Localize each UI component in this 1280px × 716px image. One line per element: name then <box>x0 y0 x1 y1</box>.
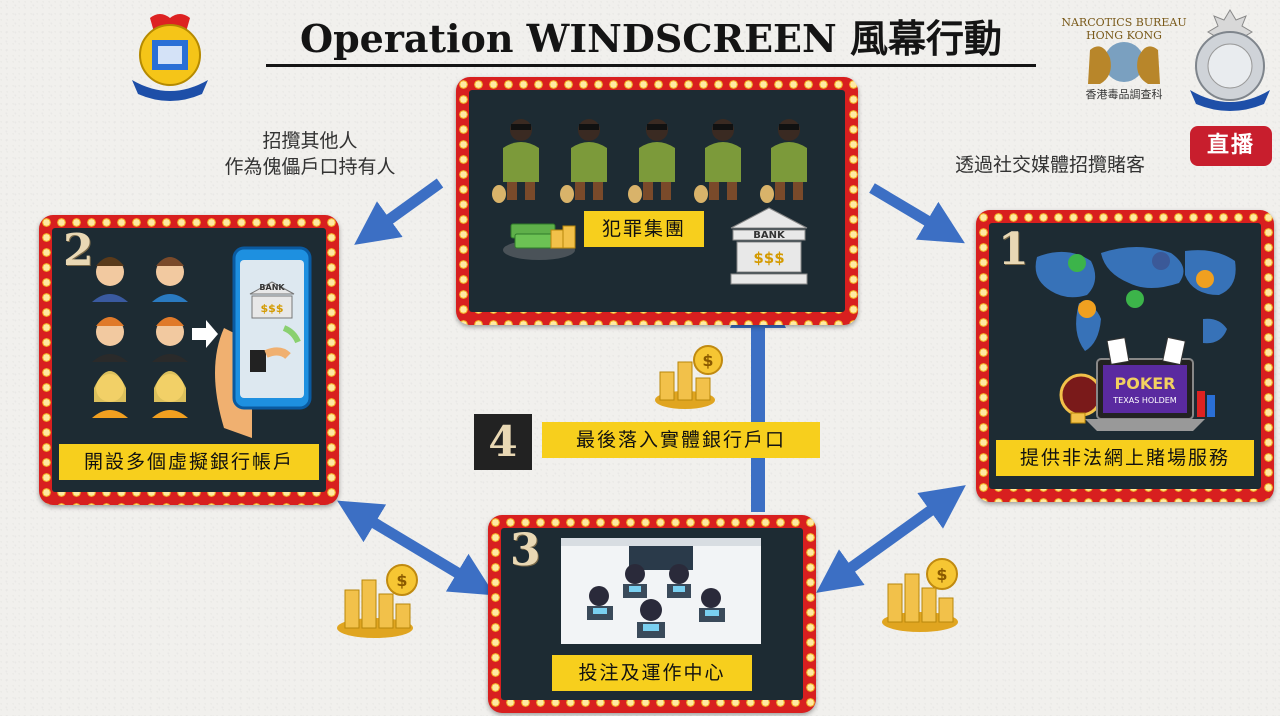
step-number: 1 <box>998 224 1029 275</box>
gold-coins-icon: $ <box>882 558 958 632</box>
note-line: 招攬其他人 <box>262 130 358 152</box>
arrow-center-to-step2 <box>354 178 444 245</box>
step-number: 3 <box>510 525 541 576</box>
hacker-workstation-icon <box>561 538 761 644</box>
user-avatar-icon <box>152 371 188 418</box>
bank-word: BANK <box>259 283 285 292</box>
narcotics-bureau-subtitle: HONG KONG <box>1086 29 1162 42</box>
poker-title: POKER <box>1115 374 1176 393</box>
page-title: Operation WINDSCREEN 風幕行動 <box>266 14 1036 67</box>
node-label: 投注及運作中心 <box>552 655 752 691</box>
user-avatar-icon <box>152 257 188 302</box>
narcotics-bureau-chinese: 香港毒品調查科 <box>1086 87 1163 101</box>
node-crime-syndicate: BANK $$$ 犯罪集團 <box>456 77 858 325</box>
police-badge-icon <box>1190 9 1270 111</box>
node-panel <box>501 528 803 700</box>
thief-icon <box>492 119 539 203</box>
arrow-step2-step3 <box>337 500 495 596</box>
user-avatar-icon <box>92 257 128 302</box>
node-label: 開設多個虛擬銀行帳戶 <box>59 444 319 480</box>
step4-number-box: 4 <box>474 414 532 470</box>
thief-icon <box>628 119 675 203</box>
narcotics-bureau-title: NARCOTICS BUREAU <box>1061 16 1186 29</box>
crime-syndicate-illustration: BANK $$$ <box>492 119 808 285</box>
thief-icon <box>560 119 607 203</box>
online-casino-illustration: POKER TEXAS HOLDEM <box>1035 247 1236 431</box>
poker-laptop-icon: POKER TEXAS HOLDEM <box>1059 336 1215 431</box>
thief-icon <box>694 119 741 203</box>
virtual-bank-illustration: BANK $$$ <box>92 246 312 438</box>
svg-text:$: $ <box>396 571 407 590</box>
bank-word: BANK <box>753 230 786 241</box>
police-crest-icon <box>132 14 208 101</box>
svg-text:$: $ <box>702 351 713 370</box>
step4-label: 最後落入實體銀行戶口 <box>542 422 820 458</box>
svg-text:$: $ <box>936 565 947 584</box>
poker-subtitle: TEXAS HOLDEM <box>1112 396 1177 405</box>
thief-icon <box>760 119 807 203</box>
arrow-center-to-step1 <box>869 183 965 244</box>
step-number: 2 <box>63 225 94 276</box>
note-recruit-holders: 招攬其他人 作為傀儡戶口持有人 <box>200 128 420 180</box>
narcotics-bureau-lion-icon <box>1088 42 1160 84</box>
bank-icon: BANK $$$ <box>730 207 808 285</box>
arrow-right-icon <box>192 320 218 348</box>
live-badge: 直播 <box>1190 126 1272 166</box>
betting-center-illustration <box>561 538 761 644</box>
node-step2-virtual-bank-accounts: BANK $$$ 2 開設多個虛擬銀行帳戶 <box>39 215 339 505</box>
user-avatar-icon <box>152 317 188 362</box>
node-panel: BANK $$$ <box>469 90 845 312</box>
user-avatar-icon <box>92 317 128 362</box>
user-avatar-icon <box>92 371 128 418</box>
node-step1-illegal-casino: POKER TEXAS HOLDEM 1 提供非法網上賭場服務 <box>976 210 1274 502</box>
node-label: 提供非法網上賭場服務 <box>996 440 1254 476</box>
smartphone-icon: BANK $$$ <box>215 246 312 438</box>
note-social-media: 透過社交媒體招攬賭客 <box>954 154 1145 176</box>
gold-coins-icon: $ <box>655 345 723 409</box>
bank-sign: $$$ <box>261 302 284 315</box>
world-map-icon <box>1035 247 1236 351</box>
node-label: 犯罪集團 <box>584 211 704 247</box>
bank-sign: $$$ <box>753 249 784 267</box>
note-line: 作為傀儡戶口持有人 <box>224 156 396 178</box>
arrow-step1-step3 <box>816 485 966 593</box>
cash-stack-icon <box>503 223 576 260</box>
gold-coins-icon: $ <box>337 564 418 638</box>
node-step3-betting-center: 3 投注及運作中心 <box>488 515 816 713</box>
